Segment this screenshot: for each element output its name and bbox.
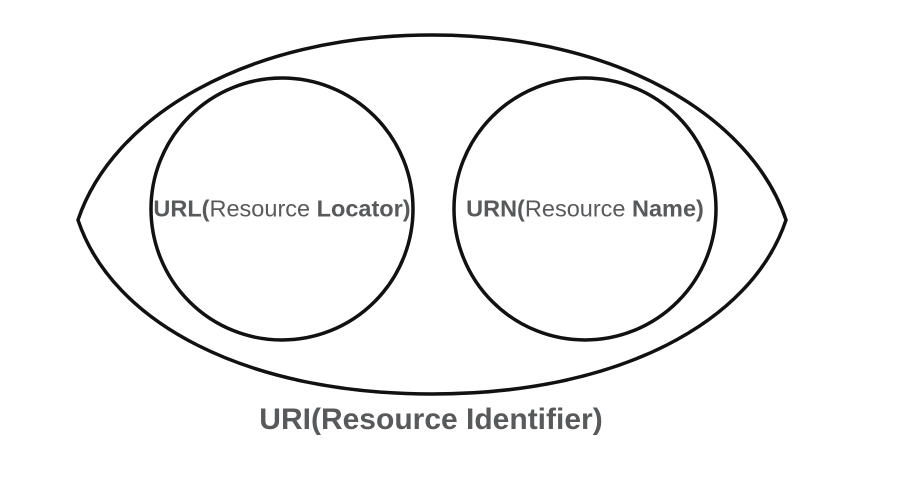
urn-label: URN(Resource Name) xyxy=(466,197,704,221)
uri-label: URI(Resource Identifier) xyxy=(259,403,603,436)
url-label: URL(Resource Locator) xyxy=(153,197,410,221)
url-label-regular-middle: Resource xyxy=(209,195,317,222)
urn-label-bold-prefix: URN( xyxy=(466,195,525,222)
urn-circle xyxy=(452,76,718,342)
urn-label-regular-middle: Resource xyxy=(524,195,633,222)
urn-label-bold-suffix: Name) xyxy=(632,195,704,222)
url-label-bold-prefix: URL( xyxy=(153,195,210,222)
url-label-bold-suffix: Locator) xyxy=(316,195,411,222)
outer-uri-oval xyxy=(76,33,788,396)
url-circle xyxy=(149,76,415,342)
